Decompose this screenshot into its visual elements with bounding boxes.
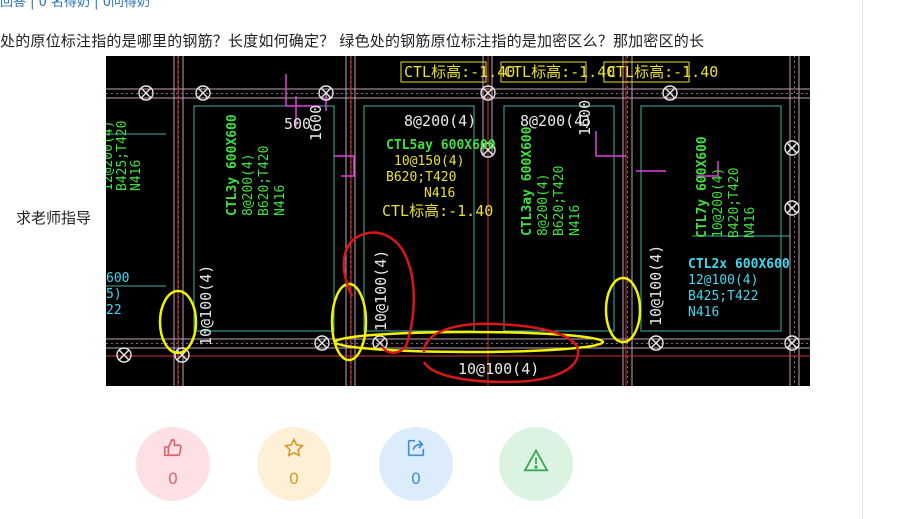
ctl2x-line-1: 12@100(4) [688,273,758,288]
ctl2x-line-2: B425;T422 [688,289,758,304]
share-icon [379,437,453,463]
star-icon [257,437,331,463]
dimension-text: 500 1600 1600 8@200(4) 8@200(4) 10@100(4… [197,100,665,378]
left-line-1: 12@200(4) [106,121,116,191]
cad-drawing-image[interactable]: CTL标高:-1.40 CTL标高:-1.40 CTL标高:-1.40 CTL标… [106,56,810,386]
left-bottom-1: 600 [106,271,129,286]
share-button[interactable]: 0 [379,427,453,501]
like-count: 0 [167,469,179,488]
report-button[interactable] [499,427,573,501]
dim-1600-b: 1600 [576,100,594,136]
dim-1600-a: 1600 [307,105,325,141]
favorite-button[interactable]: 0 [257,427,331,501]
v-stirrup-a: 10@100(4) [197,265,215,346]
ctl5-line-3: N416 [424,186,455,201]
stir-top-2: 8@200(4) [520,112,592,130]
ctl2x-line-3: N416 [688,305,719,320]
question-text: 处的原位标注指的是哪里的钢筋？长度如何确定？ 绿色处的钢筋原位标注指的是加密区么… [0,32,705,50]
ctl-label-mid: CTL标高:-1.40 [382,202,493,220]
leader-lines [285,74,719,177]
ctl2x-title: CTL2x 600X600 [688,257,790,272]
left-line-2: B425;T420 [115,121,130,191]
thumbs-up-icon [136,437,210,463]
ctl3ay-title: CTL3ay 600X600 [520,126,535,236]
ctl3y-title: CTL3y 600X600 [225,114,240,216]
ctl7y-line-3: N416 [743,207,758,238]
beam-outlines [106,105,790,332]
ctl5-title: CTL5ay 600X600 [386,138,496,153]
ctl3y-line-1: 8@200(4) [241,153,256,216]
warning-icon [499,447,573,479]
like-button[interactable]: 0 [136,427,210,501]
ctl5-line-2: B620;T420 [386,170,456,185]
ctl3ay-line-2: B620;T420 [552,166,567,236]
wall-lines [106,56,810,386]
ctl3y-line-3: N416 [273,185,288,216]
ctl3y-line-2: B620;T420 [257,146,272,216]
ctl7y-title: CTL7y 600X600 [695,136,710,238]
ctl3ay-line-3: N416 [568,205,583,236]
left-line-3: N416 [129,160,144,191]
column-annotations: CTL5ay 600X600 10@150(4) B620;T420 N416 … [106,114,790,320]
left-bottom-3: 22 [106,303,122,318]
v-stirrup-c: 10@100(4) [647,245,665,326]
elevation-labels: CTL标高:-1.40 CTL标高:-1.40 CTL标高:-1.40 CTL标… [382,61,718,220]
ctl7y-line-2: B420;T420 [727,168,742,238]
ctl3ay-line-1: 8@200(4) [536,173,551,236]
ctl5-line-1: 10@150(4) [394,154,464,169]
node-markers [116,85,800,363]
ctl-label-2: CTL标高:-1.40 [504,63,615,81]
share-count: 0 [410,469,422,488]
stir-top-1: 8@200(4) [404,112,476,130]
hand-annotations [158,231,642,384]
ctl-label-3: CTL标高:-1.40 [607,63,718,81]
left-bottom-2: 5) [106,287,122,302]
dim-500: 500 [284,115,311,133]
bottom-stirrup: 10@100(4) [458,360,539,378]
favorite-count: 0 [288,469,300,488]
cad-drawing: CTL标高:-1.40 CTL标高:-1.40 CTL标高:-1.40 CTL标… [106,56,810,386]
v-stirrup-b: 10@100(4) [372,250,390,331]
question-meta[interactable]: 回答 | 0 名得奶 | 0问得奶 [0,0,150,10]
page-divider [862,0,863,519]
side-note: 求老师指导 [16,209,92,227]
ctl7y-line-1: 10@200(4) [711,168,726,238]
ctl-label-1: CTL标高:-1.40 [404,63,515,81]
